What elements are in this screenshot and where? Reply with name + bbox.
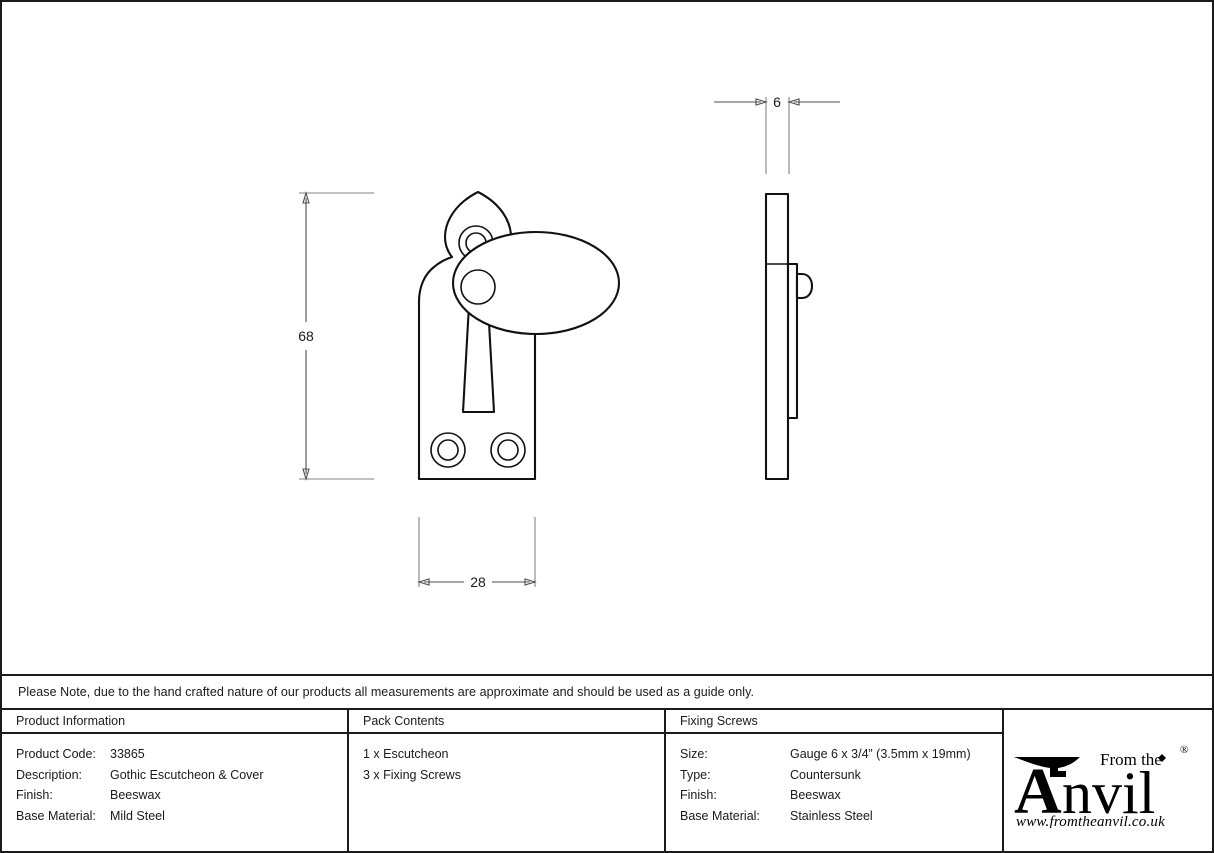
product-information-column: Product Information Product Code: 33865 … — [2, 710, 347, 851]
thickness-dimension: 6 — [714, 94, 840, 174]
screw-base-material-value: Stainless Steel — [790, 808, 873, 823]
svg-text:nvil: nvil — [1062, 760, 1155, 826]
side-knob-boss — [795, 272, 814, 300]
drawing-area: 68 28 6 — [2, 2, 1212, 674]
side-view — [764, 192, 814, 481]
pack-contents-column: Pack Contents 1 x Escutcheon 3 x Fixing … — [347, 710, 664, 851]
table-row: Finish: Beeswax — [680, 785, 1002, 806]
logo-column: A nvil From the ® www.fromtheanvil.co.uk — [1002, 710, 1212, 851]
front-view — [417, 190, 621, 481]
side-backplate — [764, 192, 790, 481]
product-code-label: Product Code: — [16, 747, 96, 761]
anvil-logo-graphic: A nvil From the ® www.fromtheanvil.co.uk — [1013, 744, 1188, 828]
fixing-screws-body: Size: Gauge 6 x 3/4” (3.5mm x 19mm) Type… — [666, 734, 1002, 851]
fixing-screws-column: Fixing Screws Size: Gauge 6 x 3/4” (3.5m… — [664, 710, 1002, 851]
information-table: Product Information Product Code: 33865 … — [2, 708, 1212, 851]
product-code-value: 33865 — [110, 747, 145, 761]
base-material-value: Mild Steel — [110, 808, 165, 823]
fixing-hole-left-inner — [437, 439, 459, 461]
logo-top-text: From the — [1100, 750, 1162, 769]
screw-base-material-label: Base Material: — [680, 808, 760, 823]
pack-contents-header: Pack Contents — [349, 710, 664, 734]
product-information-body: Product Code: 33865 Description: Gothic … — [2, 734, 347, 851]
screw-type-label: Type: — [680, 767, 711, 782]
screw-size-value: Gauge 6 x 3/4” (3.5mm x 19mm) — [790, 747, 971, 761]
height-dimension-value: 68 — [298, 328, 314, 344]
table-row: Product Code: 33865 — [16, 744, 347, 765]
svg-text:A: A — [1014, 755, 1062, 828]
screw-finish-value: Beeswax — [790, 788, 841, 802]
approximate-measurements-note: Please Note, due to the hand crafted nat… — [2, 674, 1212, 708]
product-information-header: Product Information — [2, 710, 347, 734]
description-label: Description: — [16, 767, 82, 782]
table-row: Finish: Beeswax — [16, 785, 347, 806]
base-material-label: Base Material: — [16, 808, 96, 823]
screw-finish-label: Finish: — [680, 788, 717, 802]
finish-value: Beeswax — [110, 788, 161, 802]
fixing-screws-header: Fixing Screws — [666, 710, 1002, 734]
pack-contents-body: 1 x Escutcheon 3 x Fixing Screws — [349, 734, 664, 851]
width-dimension-value: 28 — [470, 574, 486, 590]
thickness-dimension-value: 6 — [773, 94, 781, 110]
from-the-anvil-logo: A nvil From the ® www.fromtheanvil.co.uk — [1006, 733, 1211, 828]
screw-size-label: Size: — [680, 747, 708, 761]
technical-drawing: 68 28 6 — [298, 94, 840, 590]
table-row: Base Material: Mild Steel — [16, 806, 347, 827]
height-dimension: 68 — [298, 191, 374, 481]
list-item: 1 x Escutcheon — [363, 747, 449, 761]
table-row: Base Material: Stainless Steel — [680, 806, 1002, 827]
table-row: Size: Gauge 6 x 3/4” (3.5mm x 19mm) — [680, 744, 1002, 765]
screw-type-value: Countersunk — [790, 767, 861, 782]
list-item: 3 x Fixing Screws — [363, 767, 461, 782]
note-text: Please Note, due to the hand crafted nat… — [18, 684, 755, 699]
table-row: Type: Countersunk — [680, 765, 1002, 786]
logo-registered-mark: ® — [1180, 744, 1188, 756]
table-row: Description: Gothic Escutcheon & Cover — [16, 765, 347, 786]
fixing-hole-right-inner — [497, 439, 519, 461]
logo-url-text: www.fromtheanvil.co.uk — [1016, 814, 1165, 828]
description-value: Gothic Escutcheon & Cover — [110, 767, 264, 782]
cover-pivot-hole — [460, 269, 496, 305]
oval-cover — [451, 230, 621, 336]
width-dimension: 28 — [417, 517, 537, 590]
finish-label: Finish: — [16, 788, 53, 802]
side-cover-plate — [786, 262, 799, 420]
